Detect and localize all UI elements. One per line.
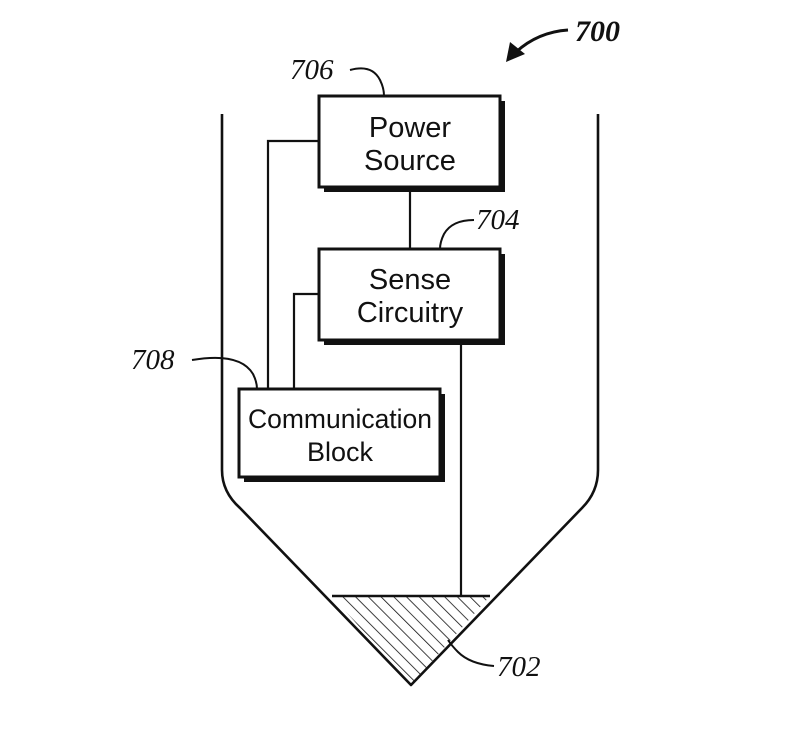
sense-circuitry-block: Sense Circuitry [317,247,505,345]
reference-number-708: 708 [131,344,175,376]
reference-number-702: 702 [497,651,541,683]
reference-number-704: 704 [476,204,520,236]
reference-706: 706 [290,54,385,97]
reference-number-706: 706 [290,54,334,86]
leader-708 [191,356,258,390]
communication-block-line-2: Block [307,437,374,467]
reference-704: 704 [439,204,520,250]
wire-sense-to-communication [292,292,319,389]
reference-708: 708 [131,344,258,390]
leader-704 [439,219,475,250]
communication-block: Communication Block [237,387,445,482]
communication-block-line-1: Communication [248,404,432,434]
figure-arrow [514,28,569,54]
reference-702: 702 [447,639,541,683]
connection-wires [266,139,463,596]
power-source-line-2: Source [364,145,456,177]
figure-arrowhead [506,42,525,62]
figure-reference: 700 [506,15,620,62]
figure-number: 700 [575,15,620,48]
power-source-block: Power Source [317,94,505,192]
leader-706 [349,67,385,97]
wire-power-to-communication [266,139,319,389]
leader-702 [447,639,495,667]
power-source-line-1: Power [369,112,452,144]
sense-circuitry-line-1: Sense [369,264,451,296]
sense-circuitry-line-2: Circuitry [357,297,464,329]
